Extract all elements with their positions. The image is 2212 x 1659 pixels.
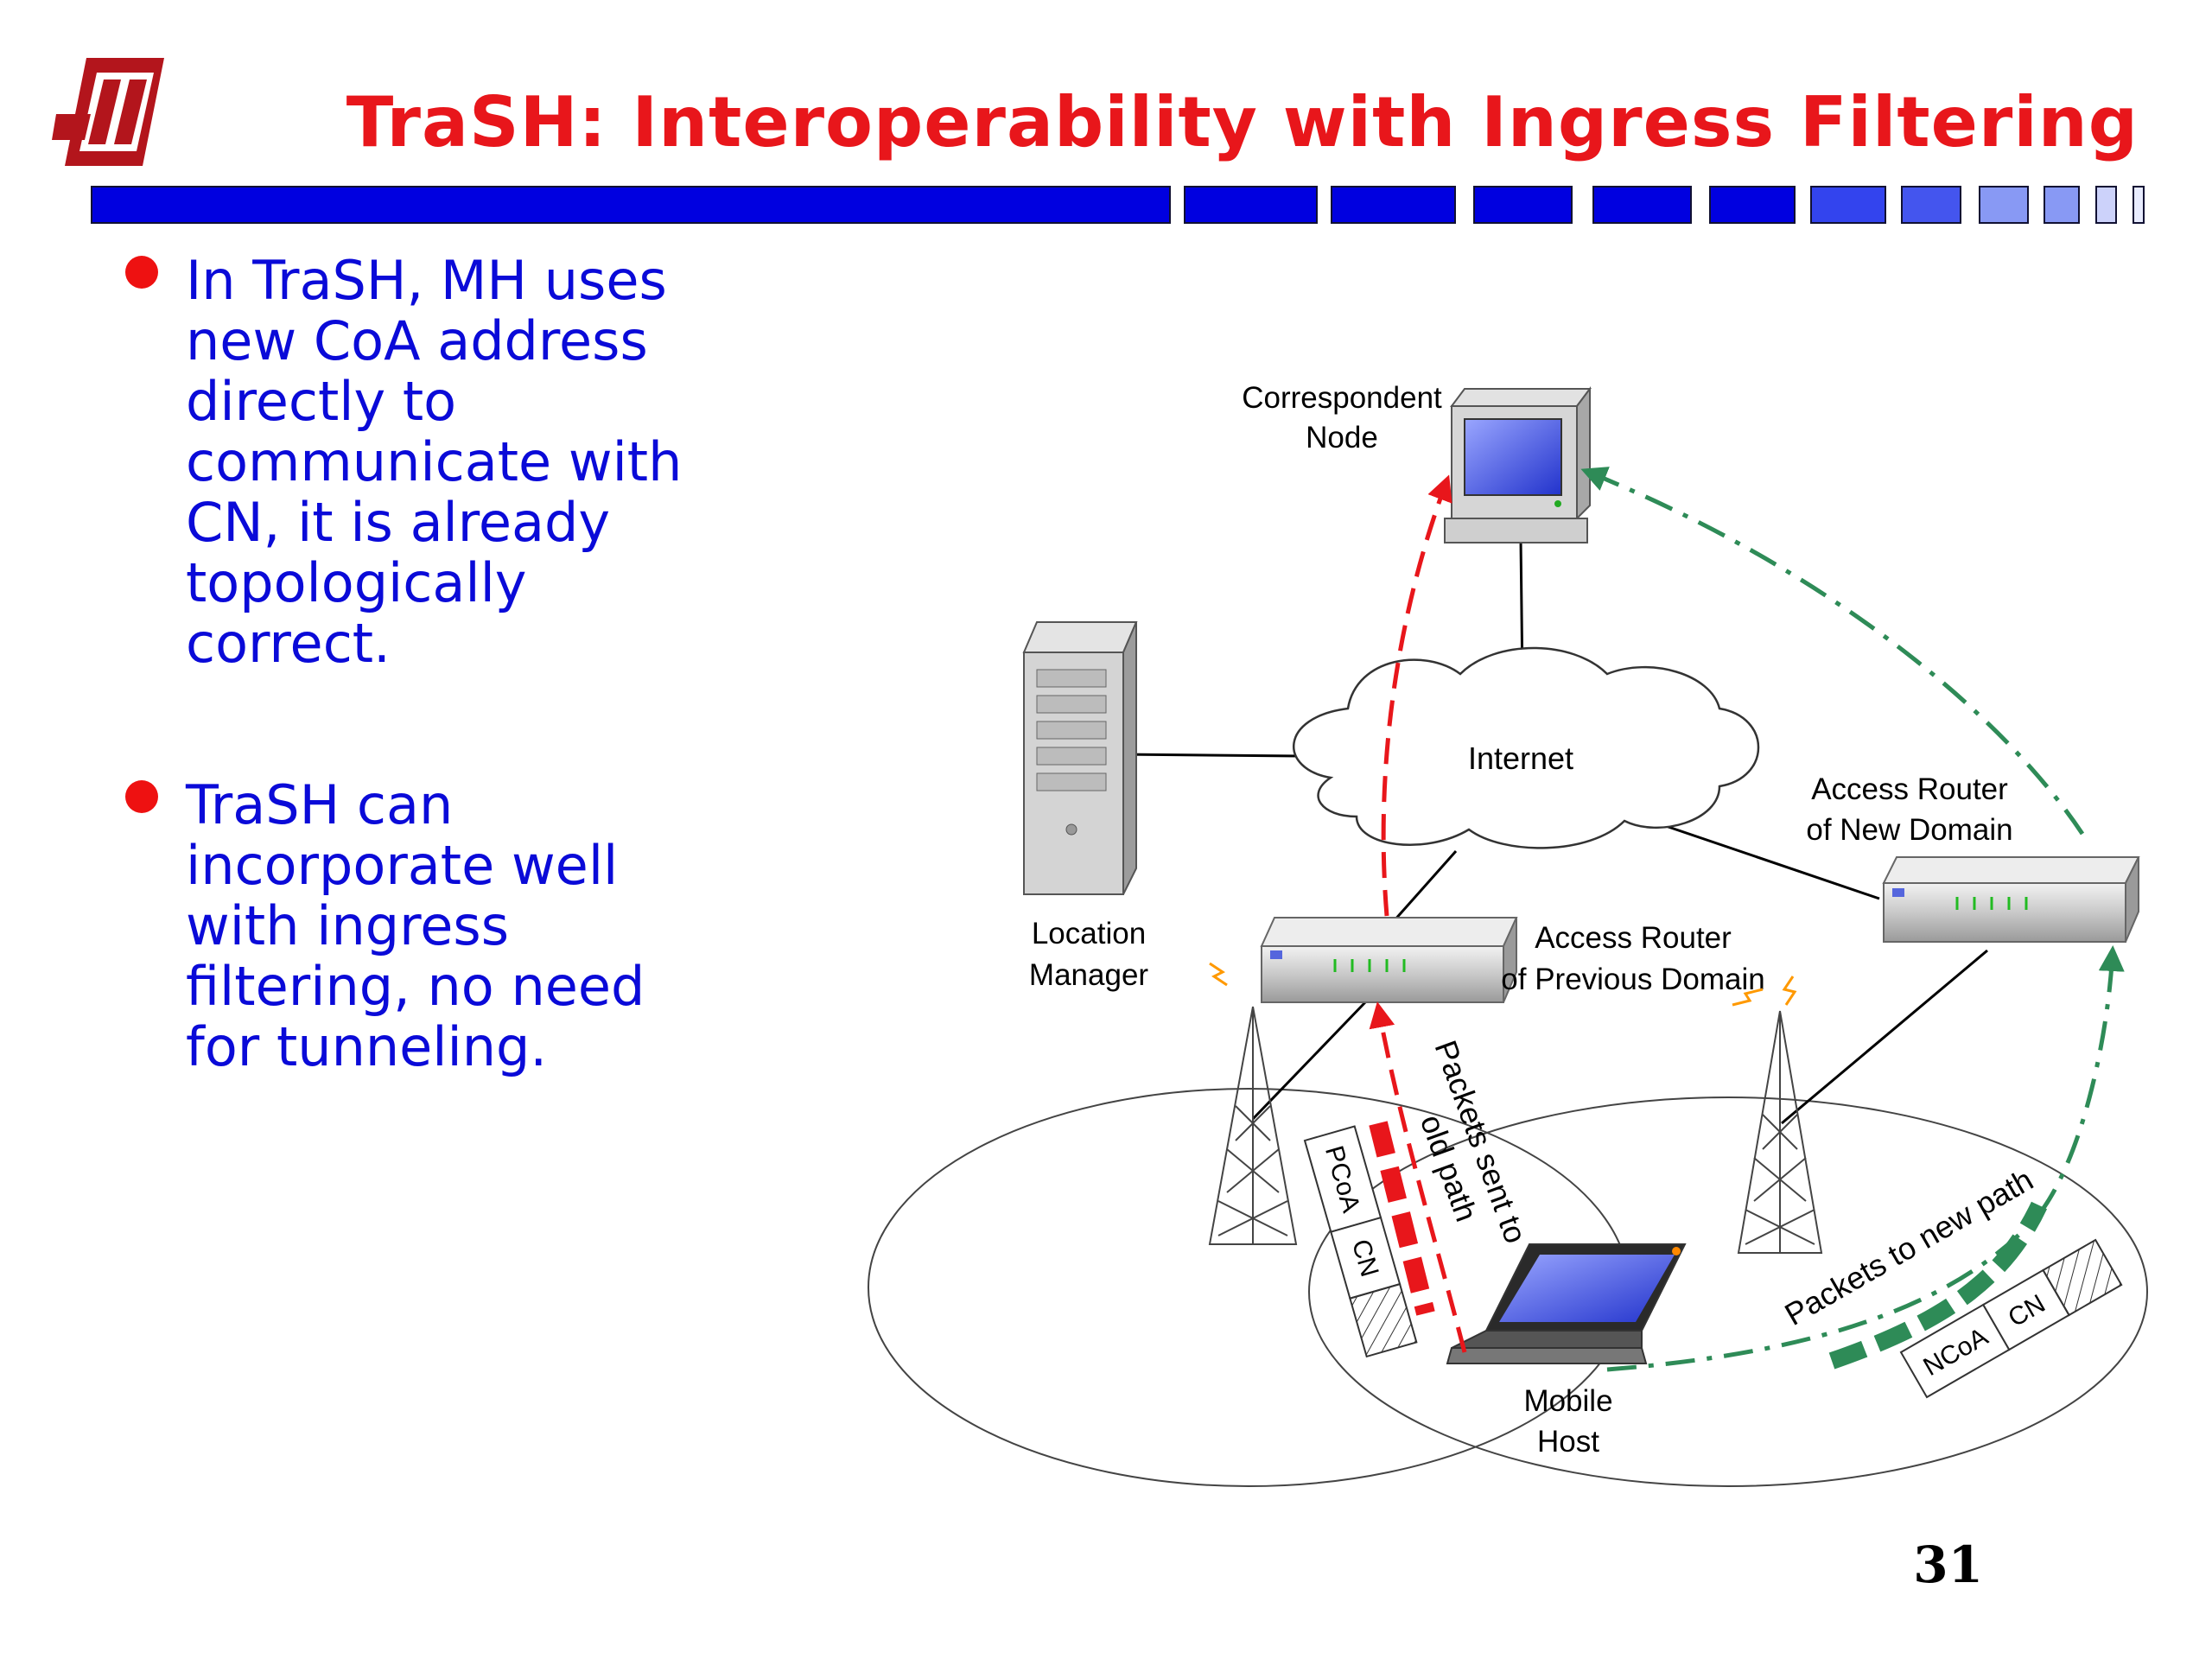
- page-number: 31: [1913, 1535, 1983, 1594]
- university-logo-icon: [52, 58, 164, 166]
- internet-cloud: [1292, 646, 1760, 849]
- svg-text:Mobile: Mobile: [1523, 1384, 1612, 1418]
- old-path-to-cn: [1381, 474, 1452, 917]
- old-packet-header: PCoA CN: [1303, 1125, 1418, 1358]
- access-router-new-icon: [1882, 856, 2140, 943]
- mobile-host-laptop-icon: [1446, 1243, 1687, 1364]
- bullet-dot: [125, 256, 158, 289]
- correspondent-node-icon: [1444, 386, 1592, 543]
- svg-text:Access Router: Access Router: [1811, 772, 2008, 806]
- svg-text:of New Domain: of New Domain: [1806, 813, 2012, 847]
- old-path-to-router: [1369, 1001, 1467, 1353]
- svg-text:Access Router: Access Router: [1535, 921, 1732, 955]
- svg-text:Node: Node: [1306, 421, 1378, 454]
- bullet-1-text: In TraSH, MH uses new CoA address direct…: [186, 249, 683, 675]
- new-path-from-mh: [1606, 945, 2125, 1372]
- svg-text:Manager: Manager: [1029, 958, 1148, 992]
- antenna-tower-previous-icon: [1208, 962, 1298, 1245]
- old-packet-stream: [1369, 1121, 1435, 1316]
- internet-label: Internet: [1468, 741, 1573, 776]
- svg-text:Correspondent: Correspondent: [1242, 381, 1442, 415]
- location-manager-server-icon: [1022, 621, 1138, 895]
- slide-title: TraSH: Interoperability with Ingress Fil…: [346, 82, 2139, 162]
- new-path-to-cn: [1580, 467, 2085, 836]
- access-router-previous-icon: [1260, 917, 1518, 1003]
- svg-text:Location: Location: [1032, 917, 1146, 950]
- new-domain-coverage: [1308, 1096, 2148, 1487]
- bullet-2-text: TraSH can incorporate well with ingress …: [186, 773, 645, 1078]
- new-packet-stream: [1828, 1201, 2048, 1370]
- svg-text:Host: Host: [1537, 1425, 1599, 1459]
- svg-text:of Previous Domain: of Previous Domain: [1501, 963, 1764, 996]
- antenna-tower-new-icon: [1732, 976, 1823, 1254]
- bullet-dot: [125, 780, 158, 813]
